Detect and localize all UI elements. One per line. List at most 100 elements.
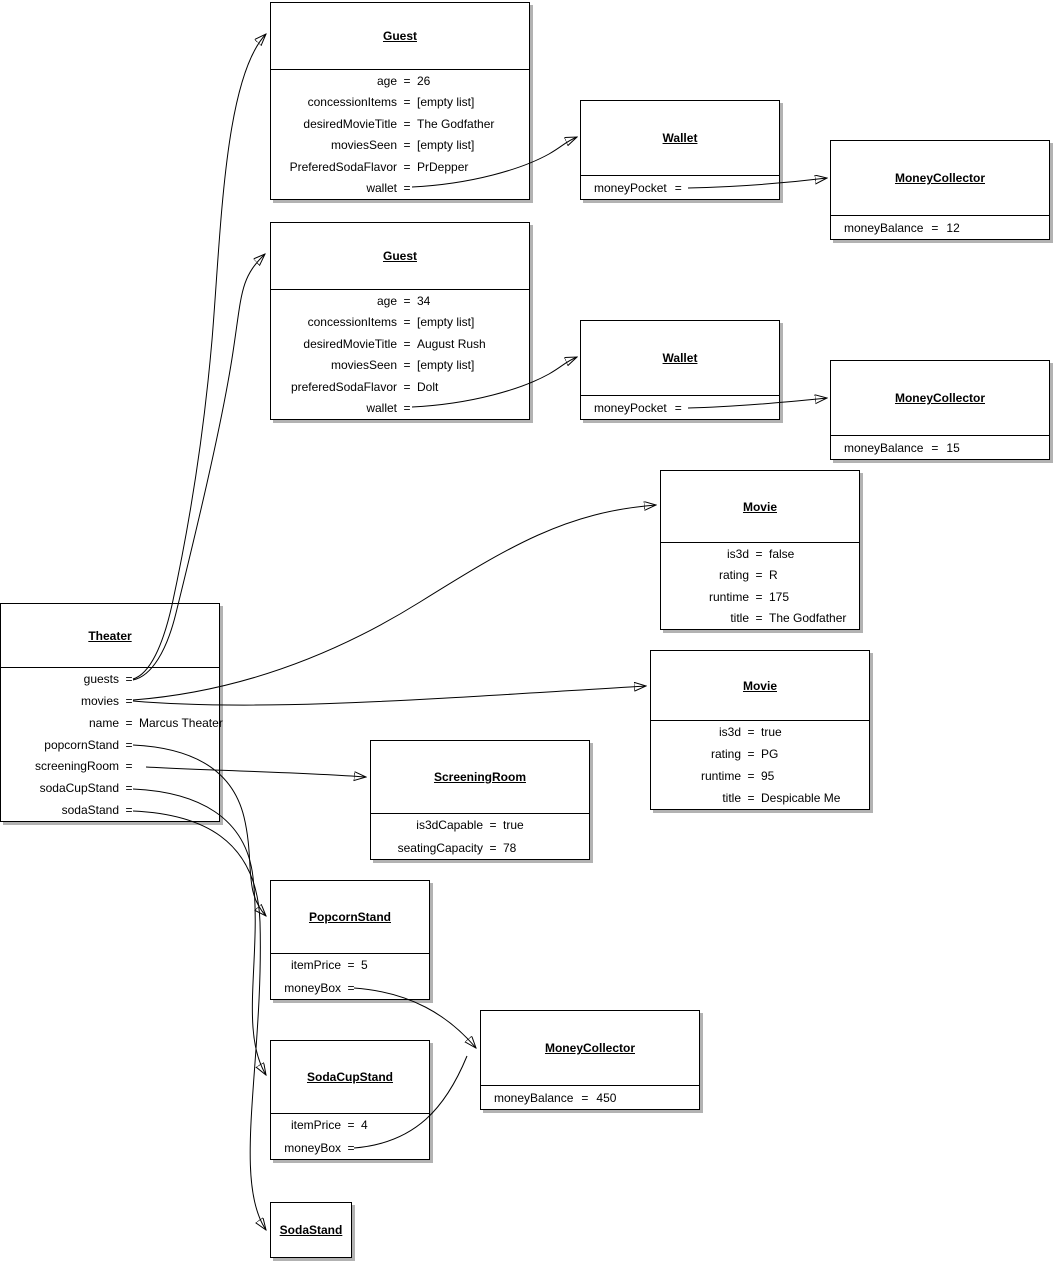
equals-sign: = [403,293,411,308]
object-box-movie1[interactable]: Movie is3d=false rating=R runtime=175 ti… [660,470,860,630]
field-name: moviesSeen [330,138,397,153]
field-row: title=The Godfather [661,608,859,630]
field-name: PreferedSodaFlavor [289,159,397,174]
fields-compartment: moneyBalance=450 [481,1086,699,1109]
field-value: [empty list] [417,358,475,373]
field-name: desiredMovieTitle [303,336,397,351]
equals-sign: = [403,181,411,196]
object-box-wallet2[interactable]: Wallet moneyPocket= [580,320,780,420]
field-name: moneyBox [284,980,341,995]
arrow-theater-sodastand-to-sodastand [132,810,266,1230]
field-row: sodaCupStand= [1,777,219,799]
field-value: 5 [361,958,368,973]
field-name: wallet [366,181,397,196]
field-name: moviesSeen [330,358,397,373]
equals-sign: = [347,958,355,973]
equals-sign: = [403,73,411,88]
equals-sign: = [125,671,133,686]
equals-sign: = [125,803,133,818]
field-name: sodaCupStand [39,781,119,796]
object-box-guest1[interactable]: Guest age=26 concessionItems=[empty list… [270,2,530,200]
field-row: concessionItems=[empty list] [271,92,529,114]
object-title: Theater [1,604,219,668]
field-row: is3d=true [651,721,869,743]
equals-sign: = [489,818,497,833]
object-box-movie2[interactable]: Movie is3d=true rating=PG runtime=95 tit… [650,650,870,810]
equals-sign: = [931,220,939,235]
object-title: Movie [651,651,869,721]
equals-sign: = [403,358,411,373]
object-title: Movie [661,471,859,543]
field-value: Despicable Me [761,791,841,805]
field-name: name [88,715,119,730]
field-value: true [503,818,524,833]
object-box-moneycollector3[interactable]: MoneyCollector moneyBalance=450 [480,1010,700,1110]
object-box-popcornstand[interactable]: PopcornStand itemPrice = 5 moneyBox= [270,880,430,1000]
fields-compartment: moneyPocket= [581,176,779,199]
field-name: title [730,611,749,626]
field-name: is3dCapable [416,818,483,833]
field-name: rating [710,747,741,761]
field-row: name=Marcus Theater [1,712,223,734]
field-value: 95 [761,769,775,783]
equals-sign: = [674,180,682,195]
object-title: PopcornStand [271,881,429,954]
object-box-wallet1[interactable]: Wallet moneyPocket= [580,100,780,200]
fields-compartment: age=26 concessionItems=[empty list] desi… [271,70,529,199]
equals-sign: = [747,769,755,783]
object-box-theater[interactable]: Theater guests= movies= name=Marcus Thea… [0,603,223,822]
arrow-theater-guests-to-guest1 [132,34,266,680]
arrow-theater-sodacupstand-to-sodacupstand [132,788,266,1075]
field-name: concessionItems [307,315,397,330]
field-value: [empty list] [417,138,475,153]
object-title: Guest [271,223,529,290]
field-name: guests [83,671,119,686]
object-box-moneycollector2[interactable]: MoneyCollector moneyBalance=15 [830,360,1050,460]
field-name: title [722,791,741,805]
field-name: moneyBox [284,1140,341,1155]
object-box-moneycollector1[interactable]: MoneyCollector moneyBalance=12 [830,140,1050,240]
equals-sign: = [581,1090,589,1105]
field-row: is3d=false [661,543,859,565]
equals-sign: = [125,737,133,752]
fields-compartment: itemPrice = 5 moneyBox= [271,954,429,999]
field-row: age=26 [271,70,529,92]
field-row: moneyPocket= [581,176,779,199]
field-name: wallet [366,401,397,416]
field-value: [empty list] [417,95,475,110]
field-name: runtime [700,769,741,783]
object-box-sodacupstand[interactable]: SodaCupStand itemPrice=4 moneyBox= [270,1040,430,1160]
field-name: popcornStand [44,737,119,752]
field-row: itemPrice = 5 [271,954,429,977]
field-row: moviesSeen=[empty list] [271,135,529,157]
field-value: 12 [946,220,960,235]
field-name: itemPrice [290,958,341,973]
object-box-guest2[interactable]: Guest age=34 concessionItems=[empty list… [270,222,530,420]
object-box-screeningroom[interactable]: ScreeningRoom is3dCapable=true seatingCa… [370,740,590,860]
field-row: moneyBalance=15 [831,436,1049,459]
field-name: age [376,293,397,308]
field-row: itemPrice=4 [271,1114,429,1137]
field-row: moneyBox= [271,977,429,1000]
field-row: wallet = [271,178,529,200]
field-value: 175 [769,589,790,604]
field-value: August Rush [417,336,486,351]
field-row: sodaStand= [1,799,219,821]
equals-sign: = [347,1118,355,1133]
equals-sign: = [747,747,755,761]
equals-sign: = [403,95,411,110]
object-title: MoneyCollector [831,361,1049,436]
field-row: title=Despicable Me [651,787,869,809]
equals-sign: = [403,379,411,394]
object-title: Wallet [581,321,779,396]
field-row: rating=R [661,565,859,587]
object-title: Wallet [581,101,779,176]
field-row: desiredMovieTitle=The Godfather [271,113,529,135]
field-row: rating=PG [651,743,869,765]
field-row: moneyBalance=450 [481,1086,699,1109]
object-box-sodastand[interactable]: SodaStand [270,1202,352,1258]
field-value: 78 [503,840,517,855]
equals-sign: = [755,589,763,604]
field-name: seatingCapacity [397,840,483,855]
object-title: SodaStand [279,1223,343,1237]
